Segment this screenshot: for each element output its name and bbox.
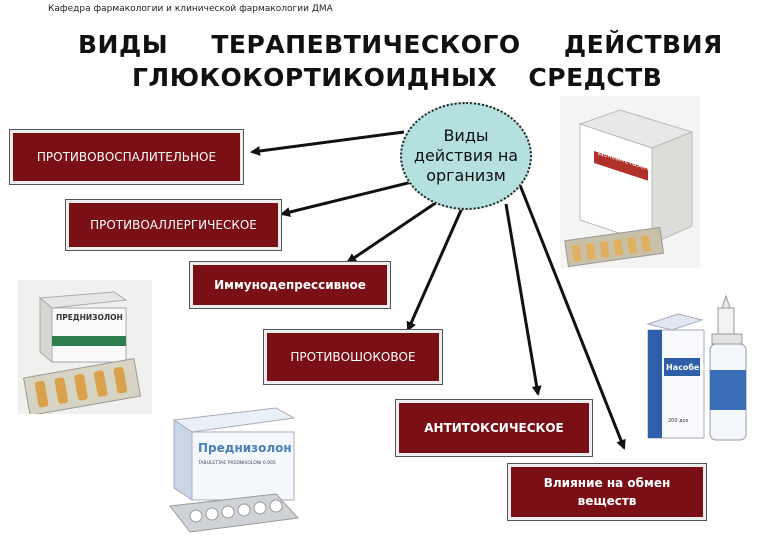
- nasobek-label: Насобек: [666, 362, 705, 372]
- dexamethasone-box-photo: Дексаметазон: [560, 96, 700, 268]
- effect-label: ПРОТИВОВОСПАЛИТЕЛЬНОЕ: [37, 150, 216, 164]
- prednisolone-tablets-photo: Преднизолон TABULETTAE PREDNISOLONI 0,00…: [166, 406, 302, 536]
- effect-anti-allergic: ПРОТИВОАЛЛЕРГИЧЕСКОЕ: [66, 200, 281, 250]
- hub-circle: Виды действия на организм: [400, 102, 532, 210]
- arrow-to-antishock: [408, 208, 462, 330]
- arrow-to-immunosuppressive: [348, 200, 440, 262]
- prednisolone-tablets-label: Преднизолон: [198, 441, 292, 455]
- prednisolone-ampoules-photo: ПРЕДНИЗОЛОН: [18, 280, 152, 414]
- effect-label: Иммунодепрессивное: [214, 278, 366, 292]
- arrow-to-anti-inflammatory: [252, 132, 404, 152]
- hub-label: Виды действия на организм: [408, 126, 524, 186]
- effect-immunosuppressive: Иммунодепрессивное: [190, 262, 390, 308]
- arrow-to-antitoxic: [506, 204, 538, 394]
- effect-anti-inflammatory: ПРОТИВОВОСПАЛИТЕЛЬНОЕ: [10, 130, 243, 184]
- nasobek-photo: Насобек 200 доз: [638, 294, 772, 450]
- arrow-to-anti-allergic: [282, 180, 420, 214]
- effect-metabolism: Влияние на обмен веществ: [508, 464, 706, 520]
- prednisolone-ampoules-label: ПРЕДНИЗОЛОН: [56, 313, 123, 322]
- nasobek-dose: 200 доз: [668, 418, 689, 424]
- effect-antishock: ПРОТИВОШОКОВОЕ: [264, 330, 442, 384]
- effect-label: ПРОТИВОАЛЛЕРГИЧЕСКОЕ: [90, 218, 257, 232]
- effect-label: АНТИТОКСИЧЕСКОЕ: [424, 421, 564, 435]
- effect-label: ПРОТИВОШОКОВОЕ: [290, 350, 415, 364]
- effect-label: Влияние на обмен веществ: [541, 474, 673, 510]
- effect-antitoxic: АНТИТОКСИЧЕСКОЕ: [396, 400, 592, 456]
- prednisolone-tablets-sublabel: TABULETTAE PREDNISOLONI 0,005: [197, 460, 276, 466]
